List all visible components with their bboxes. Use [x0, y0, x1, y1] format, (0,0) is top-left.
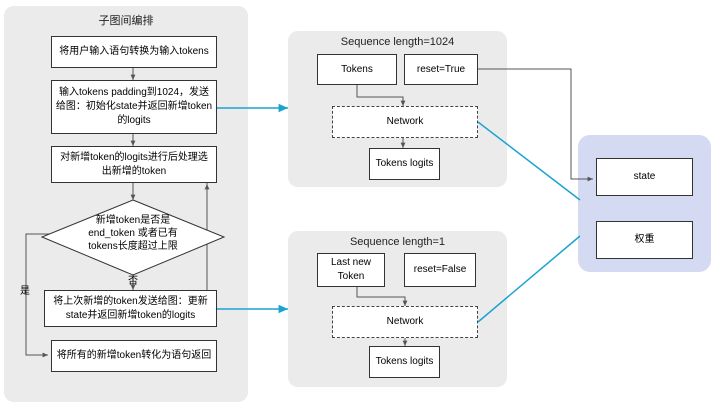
- top-reset-text: reset=True: [416, 63, 466, 75]
- orchestration-panel-title: 子图间编排: [98, 15, 154, 27]
- blue-bottom-network-to-state: [477, 235, 581, 323]
- label-no: 否: [128, 276, 138, 287]
- top-reset-to-state: [478, 68, 593, 182]
- top-tokens-text: Tokens: [341, 63, 373, 75]
- label-yes: 是: [20, 286, 30, 297]
- step-postprocess: 对新增token的logits进行后处理选出新增的token: [51, 146, 217, 183]
- bottom-reset-box: reset=False: [404, 253, 476, 287]
- bottom-tokens-text: Last new Token: [330, 257, 372, 282]
- top-reset-box: reset=True: [404, 54, 478, 85]
- top-network-box: Network: [332, 106, 478, 138]
- top-network-text: Network: [386, 116, 424, 127]
- step-postprocess-text: 对新增token的logits进行后处理选出新增的token: [60, 151, 208, 177]
- top-logits-box: Tokens logits: [369, 148, 440, 180]
- state-text: state: [633, 171, 656, 182]
- bottom-reset-text: reset=False: [413, 264, 467, 275]
- step-convert-input-text: 将用户输入语句转换为输入tokens: [59, 46, 209, 57]
- weights-box: 权重: [596, 221, 693, 259]
- flow-loop-s4-s3: [206, 165, 215, 290]
- step-convert-input: 将用户输入语句转换为输入tokens: [51, 36, 217, 68]
- bottom-network-text: Network: [386, 316, 424, 327]
- state-box: state: [596, 158, 693, 196]
- step-send-last-token: 将上次新增的token发送给图：更新state并返回新增token的logits: [44, 290, 217, 327]
- bottom-tokens-box: Last new Token: [317, 253, 385, 287]
- subgraph-1024-title: Sequence length=1024: [340, 36, 455, 48]
- top-tokens-to-network: [356, 85, 406, 106]
- step-return-sentence-text: 将所有的新增token转化为语句返回: [56, 350, 212, 361]
- blue-top-network-to-state: [477, 121, 581, 201]
- decision-diamond: [40, 199, 226, 276]
- top-logits-text: Tokens logits: [375, 158, 434, 169]
- decision-text: 新增token是否是end_token 或者已有tokens长度超过上限: [88, 215, 178, 252]
- subgraph-1-title: Sequence length=1: [349, 236, 446, 248]
- bottom-logits-text: Tokens logits: [375, 356, 434, 367]
- bottom-network-box: Network: [332, 306, 478, 338]
- weights-text: 权重: [634, 234, 655, 245]
- bottom-tokens-to-network: [356, 287, 408, 306]
- step-send-last-token-text: 将上次新增的token发送给图：更新state并返回新增token的logits: [53, 295, 208, 321]
- bottom-logits-box: Tokens logits: [369, 346, 440, 378]
- step-pad-and-init-text: 输入tokens padding到1024，发送给图：初始化state并返回新增…: [55, 87, 213, 126]
- step-pad-and-init: 输入tokens padding到1024，发送给图：初始化state并返回新增…: [51, 80, 217, 134]
- top-tokens-box: Tokens: [317, 54, 397, 85]
- step-return-sentence: 将所有的新增token转化为语句返回: [51, 340, 217, 372]
